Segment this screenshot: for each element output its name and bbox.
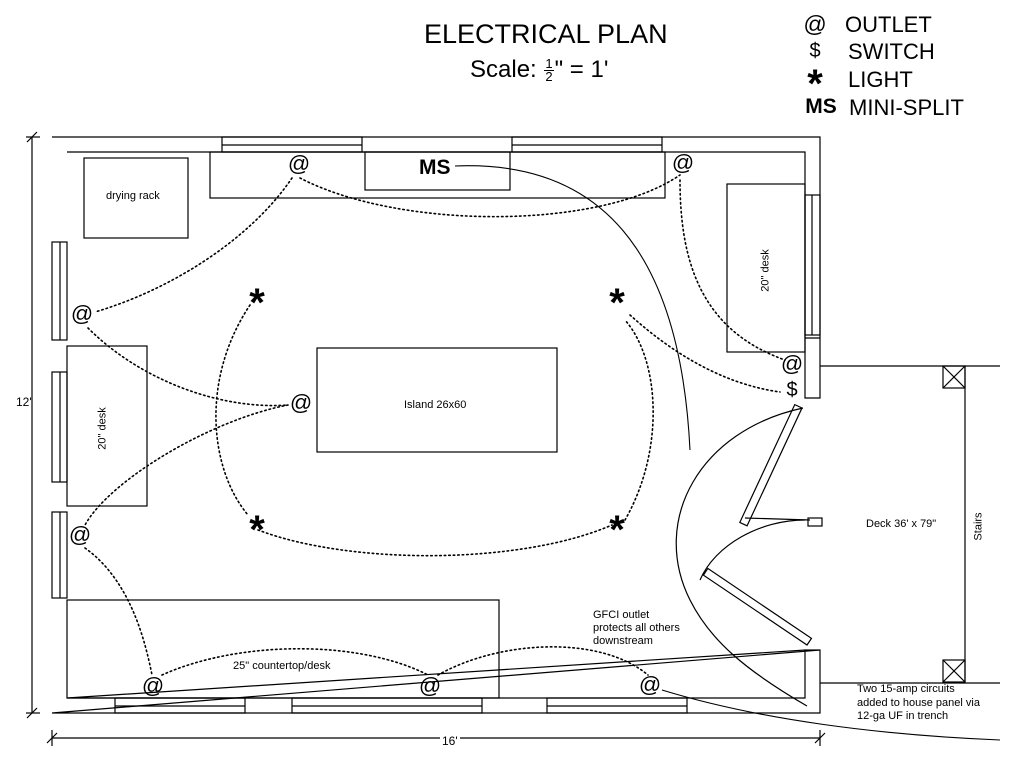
light-icon: * bbox=[249, 281, 265, 325]
inner-wall bbox=[66, 151, 806, 699]
wire-11 bbox=[257, 524, 613, 557]
desk-right-label: 20" desk bbox=[759, 249, 772, 292]
width-dimension: 16' bbox=[440, 734, 460, 748]
drying-rack-label: drying rack bbox=[106, 190, 160, 202]
legend-minisplit-icon: MS bbox=[805, 95, 837, 118]
door-swing bbox=[675, 407, 808, 707]
height-dimension: 12' bbox=[16, 395, 32, 409]
stairs-label: Stairs bbox=[972, 512, 985, 541]
desk-left-label: 20" desk bbox=[96, 407, 109, 450]
desk-left bbox=[66, 345, 148, 507]
door-swing-2 bbox=[699, 519, 806, 581]
light-icon: * bbox=[249, 508, 265, 552]
legend-switch-label: SWITCH bbox=[848, 39, 935, 64]
wire-10 bbox=[215, 304, 251, 516]
wire-4 bbox=[84, 404, 289, 526]
outlet-icon: @ bbox=[289, 390, 313, 415]
island bbox=[316, 347, 558, 453]
minisplit-run bbox=[454, 165, 691, 451]
wire-5 bbox=[84, 547, 153, 676]
wire-7 bbox=[437, 646, 649, 676]
post-bottom bbox=[942, 659, 966, 683]
deck-label: Deck 36' x 79" bbox=[866, 518, 937, 530]
trench-run bbox=[661, 689, 1001, 741]
mini-split-unit bbox=[364, 151, 511, 191]
legend-switch-icon: $ bbox=[809, 40, 821, 62]
outlet-icon: @ bbox=[287, 151, 311, 176]
wire-2 bbox=[94, 177, 293, 313]
plan-title: ELECTRICAL PLAN bbox=[424, 19, 668, 49]
wire-12 bbox=[624, 319, 654, 521]
drying-rack bbox=[83, 157, 189, 239]
island-label: Island 26x60 bbox=[404, 399, 467, 411]
wire-1 bbox=[299, 174, 681, 218]
deck-outline bbox=[820, 365, 1000, 684]
countertop bbox=[66, 599, 500, 699]
outlet-icon: @ bbox=[638, 672, 662, 697]
legend-light-label: LIGHT bbox=[848, 67, 913, 92]
door-jamb-top bbox=[804, 337, 821, 399]
outer-wall bbox=[51, 136, 821, 714]
outlet-icon: @ bbox=[68, 522, 92, 547]
legend-outlet-label: OUTLET bbox=[845, 12, 932, 37]
wire-3 bbox=[87, 327, 289, 407]
door-leaf-upper bbox=[739, 403, 803, 527]
outlet-icon: @ bbox=[141, 673, 165, 698]
switch-icon: $ bbox=[786, 379, 798, 401]
scale-prefix: Scale: bbox=[470, 56, 537, 83]
legend-light-icon: * bbox=[807, 62, 823, 106]
scale-suffix: " = 1' bbox=[554, 56, 609, 83]
wire-8 bbox=[679, 179, 786, 361]
outlet-icon: @ bbox=[671, 150, 695, 175]
wire-9 bbox=[629, 314, 781, 393]
wire-6 bbox=[161, 648, 429, 676]
light-icon: * bbox=[609, 281, 625, 325]
countertop-label: 25" countertop/desk bbox=[233, 660, 331, 672]
post-top bbox=[942, 365, 966, 389]
outlet-icon: @ bbox=[418, 673, 442, 698]
legend-minisplit-label: MINI-SPLIT bbox=[849, 95, 964, 120]
light-icon: * bbox=[609, 508, 625, 552]
outlet-icon: @ bbox=[780, 351, 804, 376]
outlet-icon: @ bbox=[70, 301, 94, 326]
minisplit-symbol: MS bbox=[419, 156, 451, 179]
legend-outlet-icon: @ bbox=[803, 11, 827, 37]
door-leaf-lower bbox=[702, 567, 813, 646]
